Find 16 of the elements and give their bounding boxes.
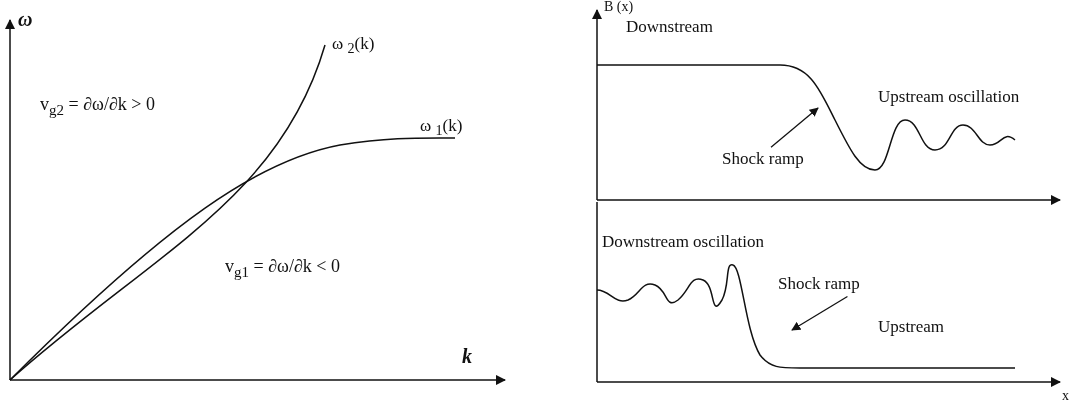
equation: v$_{g2}$ = ∂ω/∂k > 0 (40, 95, 155, 119)
leader-arrow (791, 295, 849, 331)
axis-label: B (x) (604, 0, 634, 15)
equation: v$_{g1}$ = ∂ω/∂k < 0 (225, 257, 340, 281)
curve-label: ω $_{1}$(k) (420, 117, 463, 139)
region-label: Upstream oscillation (878, 88, 1020, 107)
region-label: Upstream (878, 318, 945, 337)
curve-label: ω $_{2}$(k) (332, 35, 375, 57)
axis-label: k (462, 345, 472, 367)
region-label: Downstream oscillation (602, 233, 764, 252)
region-label: Downstream (626, 18, 713, 37)
leader-arrow (770, 107, 819, 148)
axis-label: ω (18, 8, 33, 30)
callout-label: Shock ramp (778, 275, 860, 294)
callout-label: Shock ramp (722, 150, 804, 169)
axis-label: x (1062, 388, 1069, 404)
